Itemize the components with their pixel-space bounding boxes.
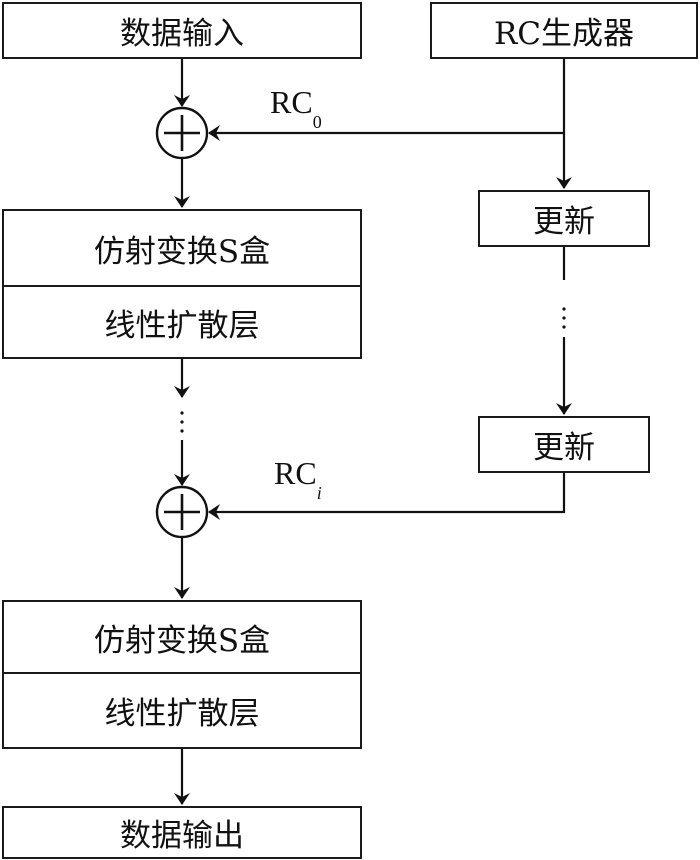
xor-icon-i: [155, 485, 209, 539]
diffusion-layer-1: 线性扩散层: [2, 285, 362, 359]
rci-subscript: i: [316, 483, 322, 504]
rc-generator-box: RC生成器: [430, 2, 698, 59]
rc-generator-label: RC生成器: [493, 16, 635, 52]
rc0-label: RC0: [270, 84, 322, 132]
rc0-text: RC: [270, 84, 313, 120]
rci-label: RCi: [274, 455, 322, 503]
ellipsis-right: [562, 307, 566, 329]
rci-text: RC: [274, 455, 317, 491]
xor-icon-0: [155, 106, 209, 160]
ellipsis-left: [180, 411, 184, 433]
diffusion-layer-2: 线性扩散层: [2, 672, 362, 749]
update-box-2: 更新: [478, 416, 650, 473]
arrow-rci-to-xori: [208, 472, 566, 520]
diffusion-1-label: 线性扩散层: [104, 307, 260, 344]
sbox-1: 仿射变换S盒: [2, 209, 362, 287]
update-box-1: 更新: [478, 190, 650, 247]
update-label-2: 更新: [533, 430, 595, 466]
data-input-label: 数据输入: [120, 16, 244, 52]
update-label-1: 更新: [533, 204, 595, 240]
sbox-1-label: 仿射变换S盒: [93, 233, 271, 270]
sbox-2: 仿射变换S盒: [2, 600, 362, 674]
data-input-box: 数据输入: [2, 2, 362, 59]
rc0-subscript: 0: [312, 112, 322, 133]
data-output-box: 数据输出: [2, 806, 362, 859]
diffusion-2-label: 线性扩散层: [104, 696, 260, 732]
data-output-label: 数据输出: [120, 818, 244, 854]
sbox-2-label: 仿射变换S盒: [93, 622, 271, 659]
